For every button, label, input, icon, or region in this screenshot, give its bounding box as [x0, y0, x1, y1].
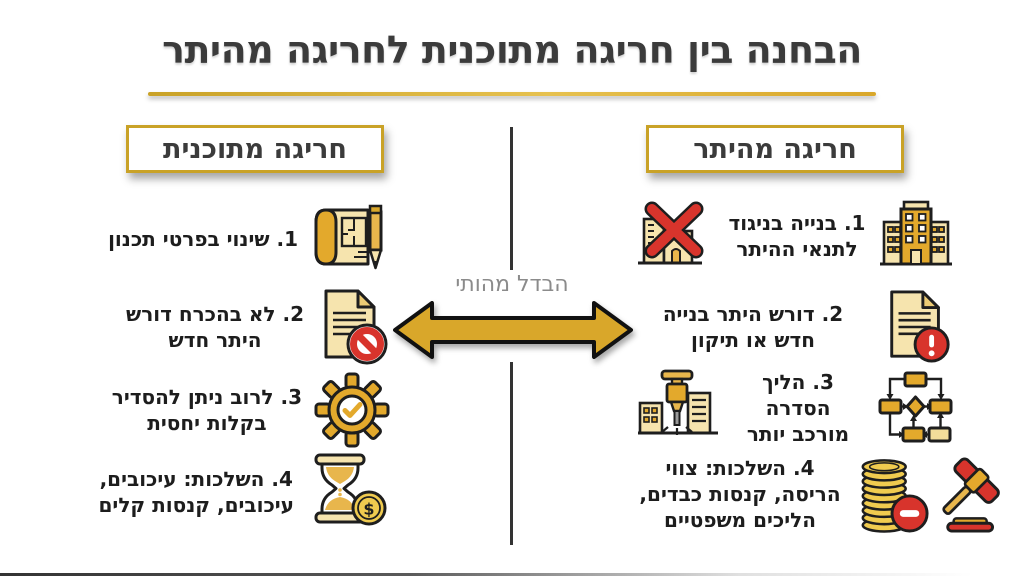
- list-item: 2. דורש היתר בנייה חדש או תיקון: [636, 286, 954, 368]
- item-text: 3. הליך הסדרה מורכב יותר: [732, 369, 864, 447]
- item-line: היתר חדש: [168, 328, 262, 352]
- list-item: 2. לא בהכרח דורש היתר חדש: [58, 286, 390, 368]
- item-line: הריסה, קנסות כבדים,: [639, 482, 841, 506]
- blueprint-pencil-icon: [314, 204, 383, 270]
- item-line: 1. שינוי בפרטי תכנון: [108, 227, 298, 251]
- item-line: 1. בנייה בניגוד: [728, 211, 866, 235]
- double-arrow-icon: [392, 296, 634, 364]
- list-item: 1. בנייה בניגוד לתנאי ההיתר: [636, 196, 954, 276]
- item-text: 4. השלכות: עיכובים, עיכובים, קנסות קלים: [99, 466, 295, 518]
- item-line: 2. לא בהכרח דורש: [126, 302, 304, 326]
- header-box-plan-deviation: חריגה מתוכנית: [126, 125, 384, 173]
- vertical-divider: [510, 362, 513, 545]
- building-crossed-icon: [638, 201, 704, 265]
- hourglass-money-icon: $: [314, 453, 387, 526]
- list-item: 3. הליך הסדרה מורכב יותר: [636, 368, 954, 448]
- essential-difference-label: הבדל מהותי: [412, 270, 612, 299]
- item-text: 1. שינוי בפרטי תכנון: [108, 226, 298, 252]
- title-underline: [148, 92, 876, 96]
- document-blocked-icon: [324, 289, 388, 365]
- list-item: $ 4. השלכות: עיכובים, עיכובים, קנסות קלי…: [58, 450, 390, 534]
- coins-minus-icon: [861, 459, 929, 533]
- item-line: עיכובים, קנסות קלים: [98, 493, 295, 517]
- list-item: 1. שינוי בפרטי תכנון: [58, 202, 390, 276]
- vertical-divider: [510, 127, 513, 279]
- list-item: 3. לרוב ניתן להסדיר בקלות יחסית: [58, 372, 390, 448]
- item-line: 3. הליך הסדרה: [762, 370, 834, 420]
- dollar-symbol: $: [363, 500, 374, 519]
- item-line: חדש או תיקון: [690, 328, 816, 352]
- item-line: 3. לרוב ניתן להסדיר: [111, 385, 302, 409]
- item-line: 4. השלכות: עיכובים,: [99, 467, 293, 491]
- item-line: לתנאי ההיתר: [736, 237, 858, 261]
- flowchart-icon: [878, 371, 953, 443]
- item-text: 3. לרוב ניתן להסדיר בקלות יחסית: [112, 384, 302, 436]
- gear-check-icon: [314, 372, 390, 448]
- list-item: 4. השלכות: צווי הריסה, קנסות כבדים, הליכ…: [632, 444, 1014, 544]
- item-text: 4. השלכות: צווי הריסה, קנסות כבדים, הליכ…: [632, 455, 848, 533]
- header-box-permit-deviation: חריגה מהיתר: [646, 125, 904, 173]
- item-line: מורכב יותר: [746, 422, 850, 446]
- item-text: 2. דורש היתר בנייה חדש או תיקון: [636, 301, 870, 353]
- item-line: בקלות יחסית: [147, 411, 267, 435]
- item-text: 2. לא בהכרח דורש היתר חדש: [126, 301, 304, 353]
- office-building-icon: [880, 200, 952, 266]
- item-line: 4. השלכות: צווי: [665, 456, 815, 480]
- gavel-icon: [942, 457, 1000, 533]
- jackhammer-icon: [638, 369, 718, 435]
- item-text: 1. בנייה בניגוד לתנאי ההיתר: [728, 210, 866, 262]
- document-warning-icon: [890, 290, 950, 363]
- slide-bottom-edge: [0, 573, 1024, 576]
- item-line: הליכים משפטיים: [664, 508, 816, 532]
- page-title: הבחנה בין חריגה מתוכנית לחריגה מהיתר: [162, 28, 862, 72]
- item-line: 2. דורש היתר בנייה: [662, 302, 844, 326]
